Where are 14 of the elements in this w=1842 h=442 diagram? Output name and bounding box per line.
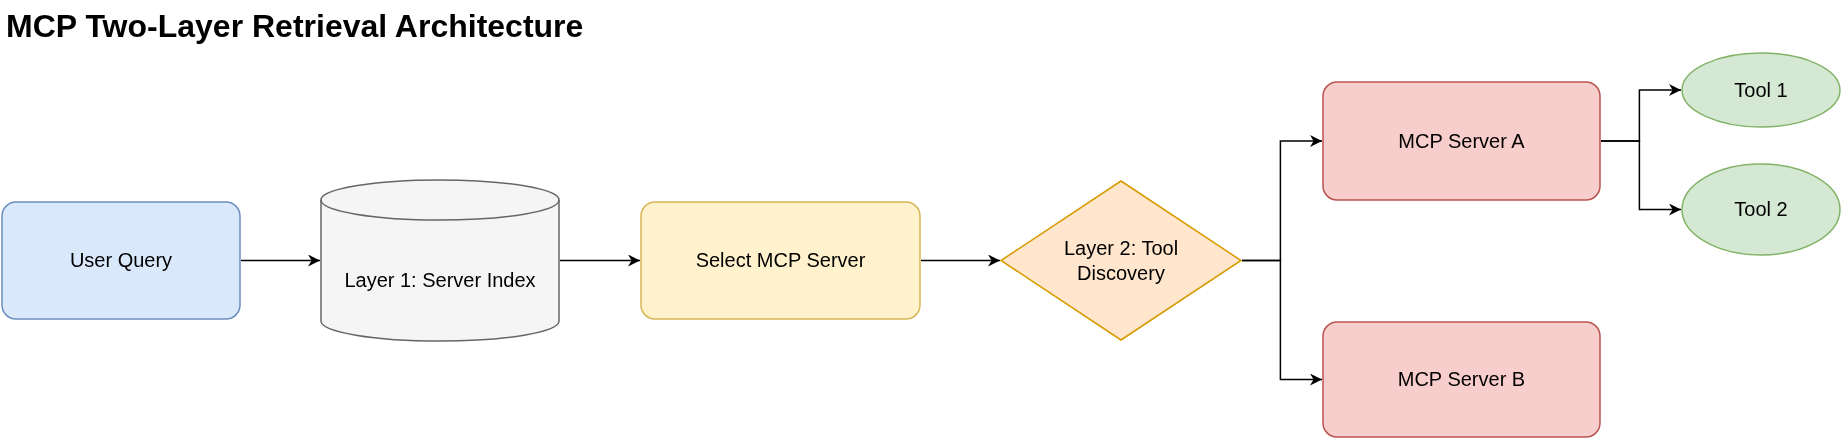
node-label: MCP Server A bbox=[1398, 128, 1525, 154]
arrow bbox=[240, 254, 321, 267]
node-label: Select MCP Server bbox=[695, 248, 866, 273]
arrow bbox=[1241, 259, 1323, 386]
node-label: Layer 2: Tool Discovery bbox=[1062, 235, 1180, 286]
node-label: Tool 2 bbox=[1734, 197, 1788, 222]
node-label: Tool 1 bbox=[1734, 77, 1788, 103]
arrow bbox=[559, 254, 641, 267]
arrow bbox=[920, 254, 1001, 267]
node-label: User Query bbox=[69, 248, 173, 273]
node-label: MCP Server B bbox=[1397, 367, 1526, 392]
arrow bbox=[1600, 140, 1682, 216]
node-label: Layer 1: Server Index bbox=[344, 268, 536, 293]
diagram-title: MCP Two-Layer Retrieval Architecture bbox=[6, 8, 584, 45]
